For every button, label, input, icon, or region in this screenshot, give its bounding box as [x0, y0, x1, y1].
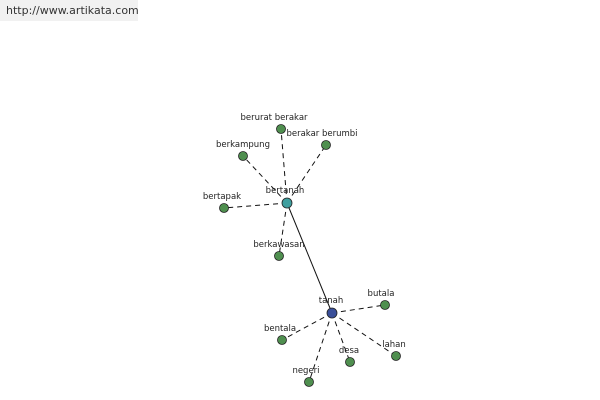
edge-bertanah-berurat-berakar	[280, 128, 288, 204]
node-label-berkawasan: berkawasan	[253, 240, 304, 250]
edge-tanah-butala	[331, 304, 386, 314]
edge-bertanah-bertapak	[223, 202, 288, 209]
node-berurat-berakar[interactable]	[276, 124, 286, 134]
node-label-bertapak: bertapak	[203, 192, 241, 202]
node-butala[interactable]	[380, 300, 390, 310]
node-label-berurat-berakar: berurat berakar	[240, 113, 308, 123]
node-tanah[interactable]	[326, 307, 338, 319]
node-label-negeri: negeri	[292, 366, 319, 376]
edge-bertanah-berkampung	[242, 155, 288, 204]
edges-layer	[223, 128, 397, 383]
node-berkampung[interactable]	[238, 151, 248, 161]
source-url: http://www.artikata.com	[0, 0, 139, 21]
edge-bertanah-tanah	[286, 202, 333, 314]
node-berakar-berumbi[interactable]	[321, 140, 331, 150]
node-desa[interactable]	[345, 357, 355, 367]
edge-tanah-negeri	[308, 312, 333, 383]
node-label-bertanah: bertanah	[266, 186, 305, 196]
edge-tanah-bentala	[281, 312, 333, 341]
node-label-butala: butala	[368, 289, 395, 299]
node-label-bentala: bentala	[264, 324, 296, 334]
labels-layer: bertanah tanah berurat berakar berakar beru…	[203, 113, 406, 376]
nodes-layer	[219, 124, 401, 387]
node-label-berakar-berumbi: berakar berumbi	[286, 129, 357, 139]
node-label-desa: desa	[339, 346, 359, 356]
node-lahan[interactable]	[391, 351, 401, 361]
node-negeri[interactable]	[304, 377, 314, 387]
node-berkawasan[interactable]	[274, 251, 284, 261]
edge-tanah-lahan	[331, 312, 397, 357]
node-label-berkampung: berkampung	[216, 140, 270, 150]
node-label-tanah: tanah	[319, 296, 344, 306]
node-bertanah[interactable]	[281, 197, 293, 209]
edge-bertanah-berakar-berumbi	[286, 144, 327, 204]
node-bentala[interactable]	[277, 335, 287, 345]
node-label-lahan: lahan	[382, 340, 406, 350]
node-bertapak[interactable]	[219, 203, 229, 213]
